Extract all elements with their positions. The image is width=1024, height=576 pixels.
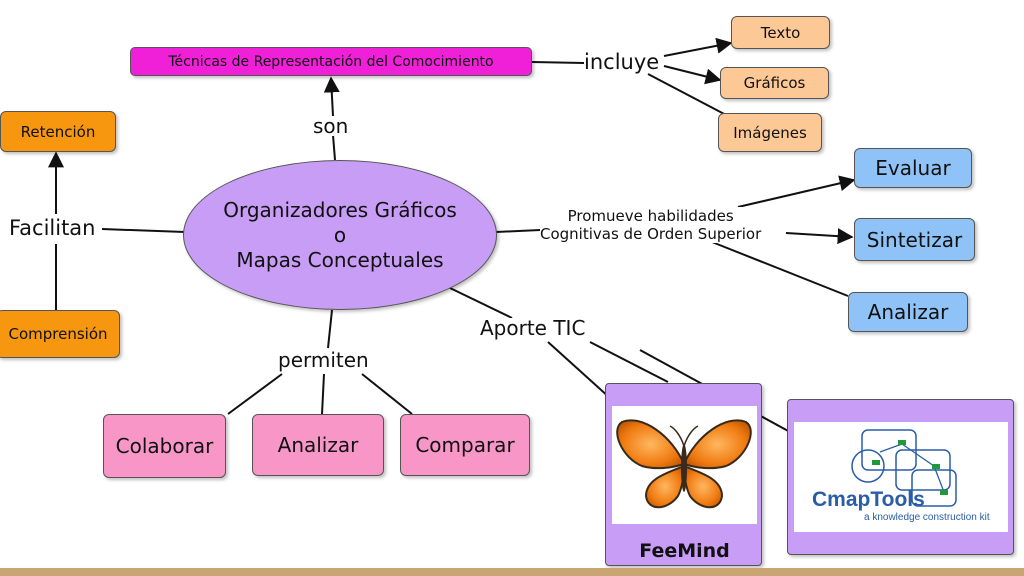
line-promueve-analizar: [711, 241, 849, 297]
node-analizar-bottom: Analizar: [252, 414, 384, 476]
node-sintetizar-text: Sintetizar: [866, 227, 963, 252]
node-comparar: Comparar: [400, 414, 530, 476]
node-colaborar: Colaborar: [103, 414, 226, 478]
node-imagenes-text: Imágenes: [733, 123, 807, 142]
bottom-accent-bar: [0, 568, 1024, 576]
node-texto-text: Texto: [760, 23, 801, 42]
center-line-3: Mapas Conceptuales: [236, 247, 444, 272]
node-comparar-text: Comparar: [415, 433, 515, 457]
node-tecnicas-text: Técnicas de Representación del Comocimie…: [168, 53, 494, 70]
link-label-aporte-tic: Aporte TIC: [480, 316, 586, 340]
node-sintetizar: Sintetizar: [854, 218, 975, 261]
center-line-1: Organizadores Gráficos: [223, 197, 457, 222]
cmaptools-tagline: a knowledge construction kit: [864, 512, 990, 523]
node-freemind: FeeMind: [605, 383, 762, 566]
link-label-incluye: incluye: [584, 50, 660, 74]
node-analizar-right: Analizar: [848, 292, 968, 332]
node-tecnicas-representacion: Técnicas de Representación del Comocimie…: [130, 47, 532, 76]
node-graficos-text: Gráficos: [743, 74, 806, 92]
line-permiten-colaborar: [227, 373, 283, 415]
line-title-incluye: [531, 61, 585, 64]
node-retencion: Retención: [0, 111, 116, 152]
link-label-promueve: Promueve habilidades Cognitivas de Orden…: [540, 207, 762, 243]
node-comprension: Comprensión: [0, 310, 120, 358]
butterfly-icon: [616, 419, 752, 509]
link-label-permiten: permiten: [278, 348, 369, 372]
node-evaluar-text: Evaluar: [875, 156, 951, 180]
line-incluye-graficos: [663, 65, 722, 85]
node-organizadores-graficos: Organizadores Gráficos o Mapas Conceptua…: [183, 160, 497, 310]
line-permiten-comparar: [361, 373, 413, 415]
node-evaluar: Evaluar: [854, 148, 972, 188]
line-promueve-sintetizar: [785, 228, 854, 245]
line-center-tic: [449, 287, 513, 319]
node-graficos: Gráficos: [720, 67, 829, 99]
link-label-facilitan: Facilitan: [9, 216, 96, 240]
line-tic-freemind-2: [589, 341, 669, 383]
line-promueve-evaluar: [737, 175, 856, 208]
cmaptools-logo-icon: [851, 429, 957, 507]
freemind-logo-panel: [612, 406, 757, 524]
line-center-permiten: [327, 309, 333, 349]
node-cmaptools: CmapTools a knowledge construction kit: [787, 399, 1014, 555]
node-texto: Texto: [731, 16, 830, 49]
line-son-title: [323, 76, 340, 117]
line-permiten-analizar: [321, 373, 325, 415]
link-label-son: son: [313, 114, 349, 138]
node-analizar-bottom-text: Analizar: [277, 433, 359, 457]
line-center-son: [332, 134, 336, 161]
cmaptools-name: CmapTools: [812, 488, 925, 511]
center-line-2: o: [333, 222, 347, 247]
line-center-facilitan: [101, 228, 186, 233]
line-incluye-imagenes: [647, 73, 729, 117]
node-retencion-text: Retención: [20, 122, 96, 141]
link-label-promueve-line2: Cognitivas de Orden Superior: [540, 225, 762, 243]
line-incluye-texto: [663, 37, 733, 57]
node-analizar-right-text: Analizar: [867, 300, 949, 324]
line-center-promueve: [495, 229, 541, 233]
node-colaborar-text: Colaborar: [115, 434, 214, 458]
cmaptools-logo-panel: CmapTools a knowledge construction kit: [794, 422, 1008, 532]
link-label-promueve-line1: Promueve habilidades: [567, 207, 734, 225]
freemind-label: FeeMind: [639, 540, 730, 562]
node-imagenes: Imágenes: [718, 113, 822, 152]
node-comprension-text: Comprensión: [8, 325, 108, 343]
line-tic-freemind: [547, 341, 611, 399]
